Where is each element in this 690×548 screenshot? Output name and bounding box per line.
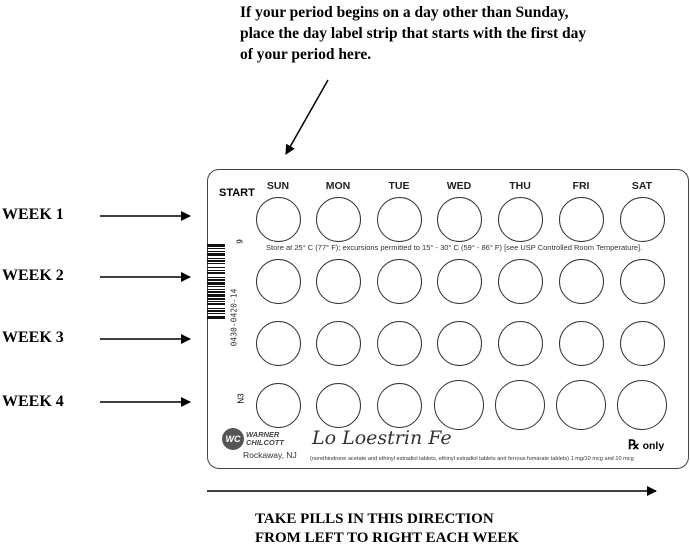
day-header-sat: SAT [631,180,653,192]
barcode-bar [207,286,225,287]
barcode-bar [207,251,225,252]
week-1-label: WEEK 1 [2,206,64,223]
barcode-bar [207,291,225,293]
pill-slot[interactable] [256,197,301,242]
pill-slot[interactable] [437,197,482,242]
barcode-bar [207,303,225,305]
barcode-top-digit: 9 [235,239,245,244]
barcode-bar [207,253,225,256]
day-header-wed: WED [446,180,472,192]
manufacturer-name: WARNER CHILCOTT [246,430,284,447]
barcode-bar [207,279,225,281]
pill-slot[interactable] [434,380,484,430]
brand-name: Lo Loestrin Fe [312,427,452,449]
rx-only-text: only [639,440,665,452]
week-2-label: WEEK 2 [2,267,64,284]
pill-slot[interactable] [316,259,361,304]
pill-slot[interactable] [316,383,361,428]
pill-slot[interactable] [620,259,665,304]
pill-slot[interactable] [437,259,482,304]
barcode-bar [207,316,225,319]
rx-icon: ℞ [628,438,640,453]
barcode-bar [207,272,225,274]
pill-slot[interactable] [498,259,543,304]
pill-slot[interactable] [377,259,422,304]
barcode-bar [207,248,225,249]
barcode-bar [207,270,225,271]
pill-slot[interactable] [377,197,422,242]
day-header-tue: TUE [388,180,410,192]
barcode-bar [207,289,225,290]
pill-slot[interactable] [559,259,604,304]
barcode-bar [207,310,225,312]
barcode-bar [207,258,225,259]
barcode-bar [207,313,225,314]
barcode-bar [207,294,225,297]
period-instruction: If your period begins on a day other tha… [240,2,680,65]
barcode-digits: 0430-0420-14 [229,288,239,347]
barcode-bar [207,244,225,247]
pill-slot[interactable] [498,197,543,242]
barcode-bar [207,298,225,300]
strip-pointer-arrow [285,79,329,155]
pill-slot[interactable] [556,380,606,430]
period-instruction-line-1: If your period begins on a day other tha… [240,4,569,21]
pill-slot[interactable] [498,321,543,366]
manufacturer-city: Rockaway, NJ [243,450,297,460]
pill-slot[interactable] [316,321,361,366]
barcode-bar [207,263,225,264]
period-instruction-line-2: place the day label strip that starts wi… [240,25,587,42]
storage-text: Store at 25° C (77° F); excursions permi… [266,243,643,252]
pill-slot[interactable] [620,321,665,366]
day-header-sun: SUN [266,180,290,192]
direction-instruction: TAKE PILLS IN THIS DIRECTION FROM LEFT T… [255,510,675,548]
pill-slot[interactable] [316,197,361,242]
pill-slot[interactable] [559,321,604,366]
week-4-label: WEEK 4 [2,393,64,410]
start-label: START [219,187,255,199]
day-header-mon: MON [325,180,351,192]
pill-slot[interactable] [377,383,422,428]
day-header-thu: THU [509,180,531,192]
pill-slot[interactable] [377,321,422,366]
direction-instruction-line-1: TAKE PILLS IN THIS DIRECTION [255,511,494,527]
barcode-bar [207,260,225,262]
period-instruction-line-3: of your period here. [240,46,372,63]
pill-card: START SUN MON TUE WED THU FRI SAT Store … [207,169,689,469]
pill-slot[interactable] [617,380,667,430]
barcode-bar [207,267,225,268]
barcode-bar [207,301,225,302]
day-header-fri: FRI [572,180,590,192]
barcode-bottom-digit: N3 [236,393,246,404]
direction-instruction-line-2: FROM LEFT TO RIGHT EACH WEEK [255,530,520,546]
manufacturer-logo-icon: WC [222,428,244,450]
pill-slot[interactable] [620,197,665,242]
barcode [207,244,225,319]
pill-slot[interactable] [437,321,482,366]
barcode-bar [207,277,225,278]
barcode-bar [207,282,225,285]
pill-slot[interactable] [495,380,545,430]
pill-slot[interactable] [559,197,604,242]
pill-slot[interactable] [256,321,301,366]
pill-slot[interactable] [256,259,301,304]
pill-slot[interactable] [256,383,301,428]
week-3-label: WEEK 3 [2,329,64,346]
barcode-bar [207,308,225,309]
drug-description: (norethindrone acetate and ethinyl estra… [310,456,634,462]
rx-only: ℞ only [628,438,664,453]
